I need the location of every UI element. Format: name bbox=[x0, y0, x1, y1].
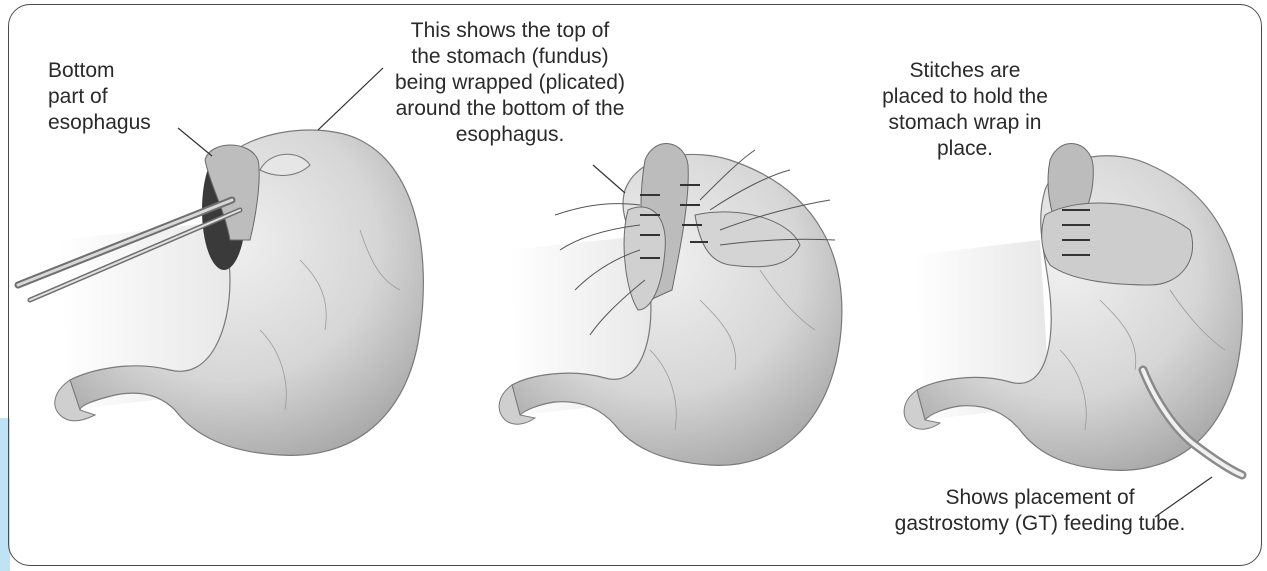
label-bottom-esophagus: Bottom part of esophagus bbox=[48, 58, 151, 136]
stomach-illustration-1 bbox=[18, 130, 423, 455]
leader-line-wrap bbox=[593, 165, 625, 193]
stomach-illustration-3 bbox=[904, 144, 1242, 475]
label-gt-tube: Shows placement of gastrostomy (GT) feed… bbox=[820, 485, 1260, 537]
label-stitches: Stitches are placed to hold the stomach … bbox=[815, 58, 1115, 162]
label-fundus-wrap: This shows the top of the stomach (fundu… bbox=[340, 18, 680, 148]
stomach-illustration-2 bbox=[499, 144, 842, 466]
leader-line-esophagus bbox=[178, 128, 212, 156]
